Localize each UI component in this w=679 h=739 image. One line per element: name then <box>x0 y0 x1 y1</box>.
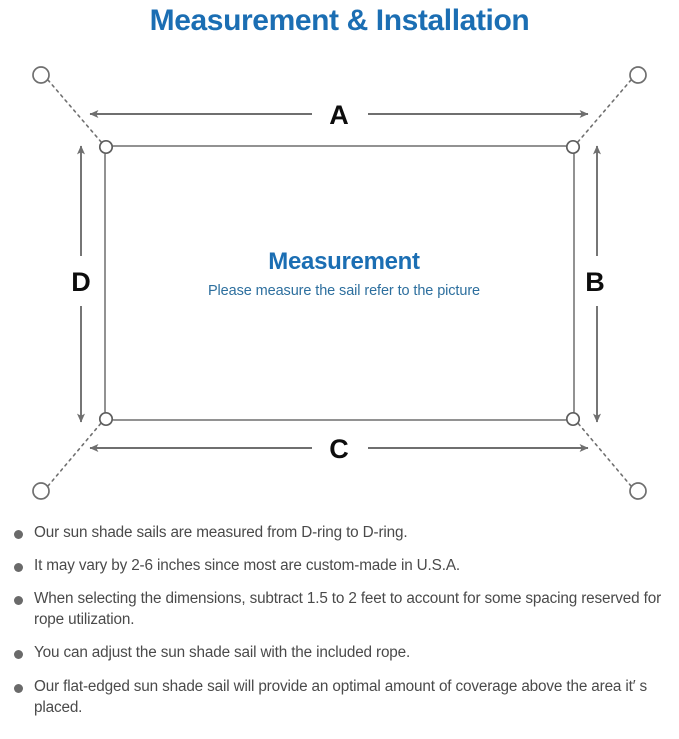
d-ring-icon-bottom-right <box>565 411 581 427</box>
rope-bottom-left <box>47 421 103 487</box>
d-ring-icon-top-left <box>98 139 114 155</box>
sail-subtitle: Please measure the sail refer to the pic… <box>208 283 480 299</box>
sail-title: Measurement <box>268 248 420 275</box>
list-item: You can adjust the sun shade sail with t… <box>12 642 669 663</box>
list-item: When selecting the dimensions, subtract … <box>12 588 669 630</box>
anchor-ring-icon-top-right <box>629 66 647 84</box>
bullet-icon <box>14 530 23 539</box>
rope-top-left <box>47 79 103 144</box>
rope-bottom-right <box>576 421 632 487</box>
bullet-icon <box>14 650 23 660</box>
bullet-icon <box>14 563 23 573</box>
list-item-text: Our sun shade sails are measured from D-… <box>34 524 408 541</box>
list-item: It may vary by 2-6 inches since most are… <box>12 555 669 576</box>
anchor-ring-icon-top-left <box>32 66 50 84</box>
bullet-icon <box>14 596 23 606</box>
sail-body <box>104 145 575 421</box>
list-item: Our sun shade sails are measured from D-… <box>12 522 669 543</box>
notes-list: Our sun shade sails are measured from D-… <box>0 516 679 739</box>
dimension-label-a: A <box>329 100 349 130</box>
rope-top-right <box>576 79 632 144</box>
list-item-text: Our flat-edged sun shade sail will provi… <box>34 677 648 716</box>
d-ring-icon-top-right <box>565 139 581 155</box>
dimension-label-d: D <box>71 267 91 297</box>
dimension-label-b: B <box>585 267 605 297</box>
measurement-diagram: Measurement Please measure the sail refe… <box>32 66 647 500</box>
anchor-ring-icon-bottom-left <box>32 482 50 500</box>
page-title: Measurement & Installation <box>149 4 530 37</box>
anchor-ring-icon-bottom-right <box>629 482 647 500</box>
list-item-text: When selecting the dimensions, subtract … <box>34 590 662 629</box>
dimension-label-c: C <box>329 434 349 464</box>
list-item: Our flat-edged sun shade sail will provi… <box>12 676 669 718</box>
list-item-text: You can adjust the sun shade sail with t… <box>34 644 411 662</box>
d-ring-icon-bottom-left <box>98 411 114 427</box>
list-item-text: It may vary by 2-6 inches since most are… <box>34 557 460 575</box>
bullet-icon <box>14 683 23 693</box>
